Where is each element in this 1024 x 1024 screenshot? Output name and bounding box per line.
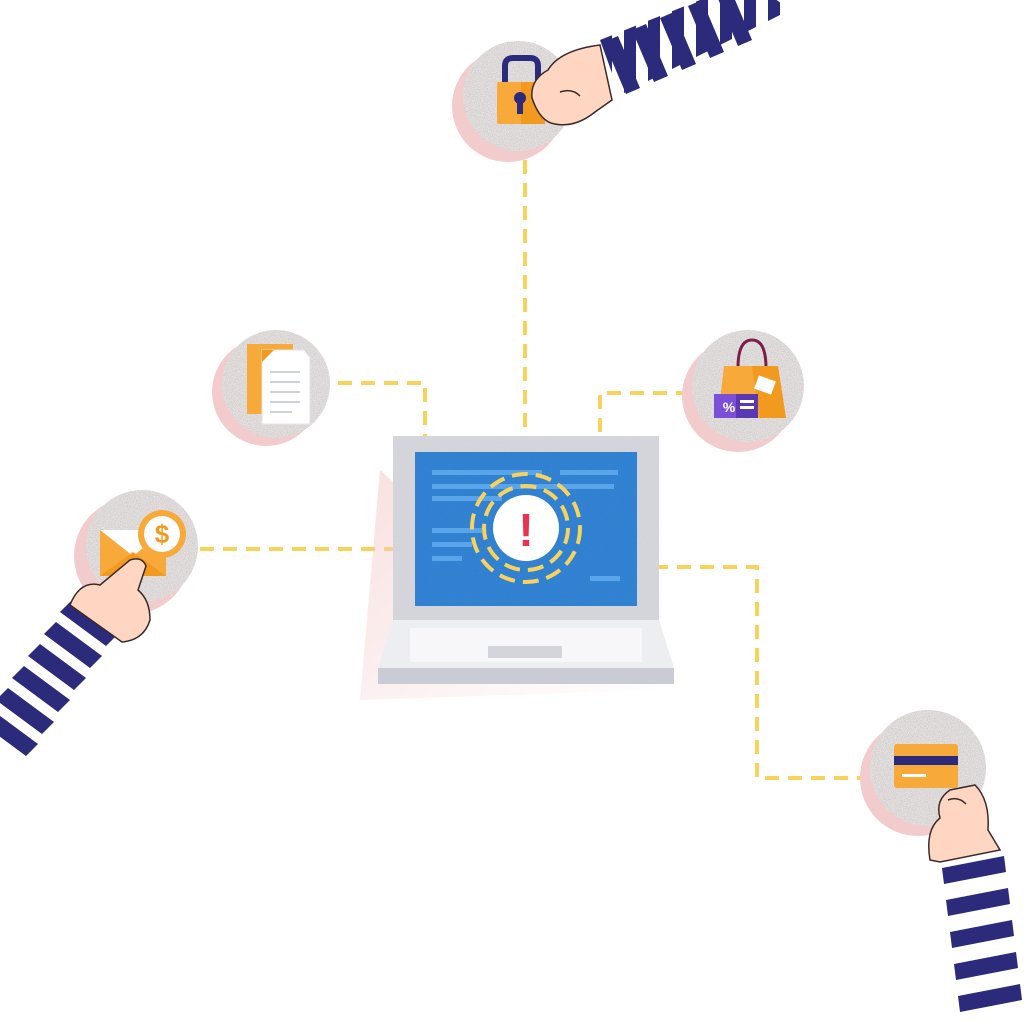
shopping-bag-icon: % bbox=[714, 338, 786, 418]
percent-symbol: % bbox=[723, 399, 736, 415]
alert-symbol: ! bbox=[518, 504, 533, 556]
document-icon bbox=[247, 344, 311, 425]
laptop-touchpad bbox=[488, 646, 562, 658]
dollar-symbol: $ bbox=[155, 519, 170, 549]
padlock-node bbox=[452, 0, 790, 162]
document-node bbox=[212, 330, 330, 446]
credit-card-node bbox=[860, 710, 1024, 1024]
left-hand bbox=[0, 558, 151, 800]
laptop-alert-icon: ! bbox=[360, 436, 674, 700]
shopping-node: % bbox=[682, 330, 804, 452]
top-hand bbox=[531, 0, 790, 126]
right-hand bbox=[928, 784, 1024, 1024]
money-envelope-node: $ bbox=[0, 490, 198, 800]
alert-rings bbox=[470, 472, 582, 584]
alert-badge bbox=[493, 495, 559, 561]
credit-card-icon bbox=[894, 744, 958, 788]
connector-card bbox=[585, 565, 865, 780]
